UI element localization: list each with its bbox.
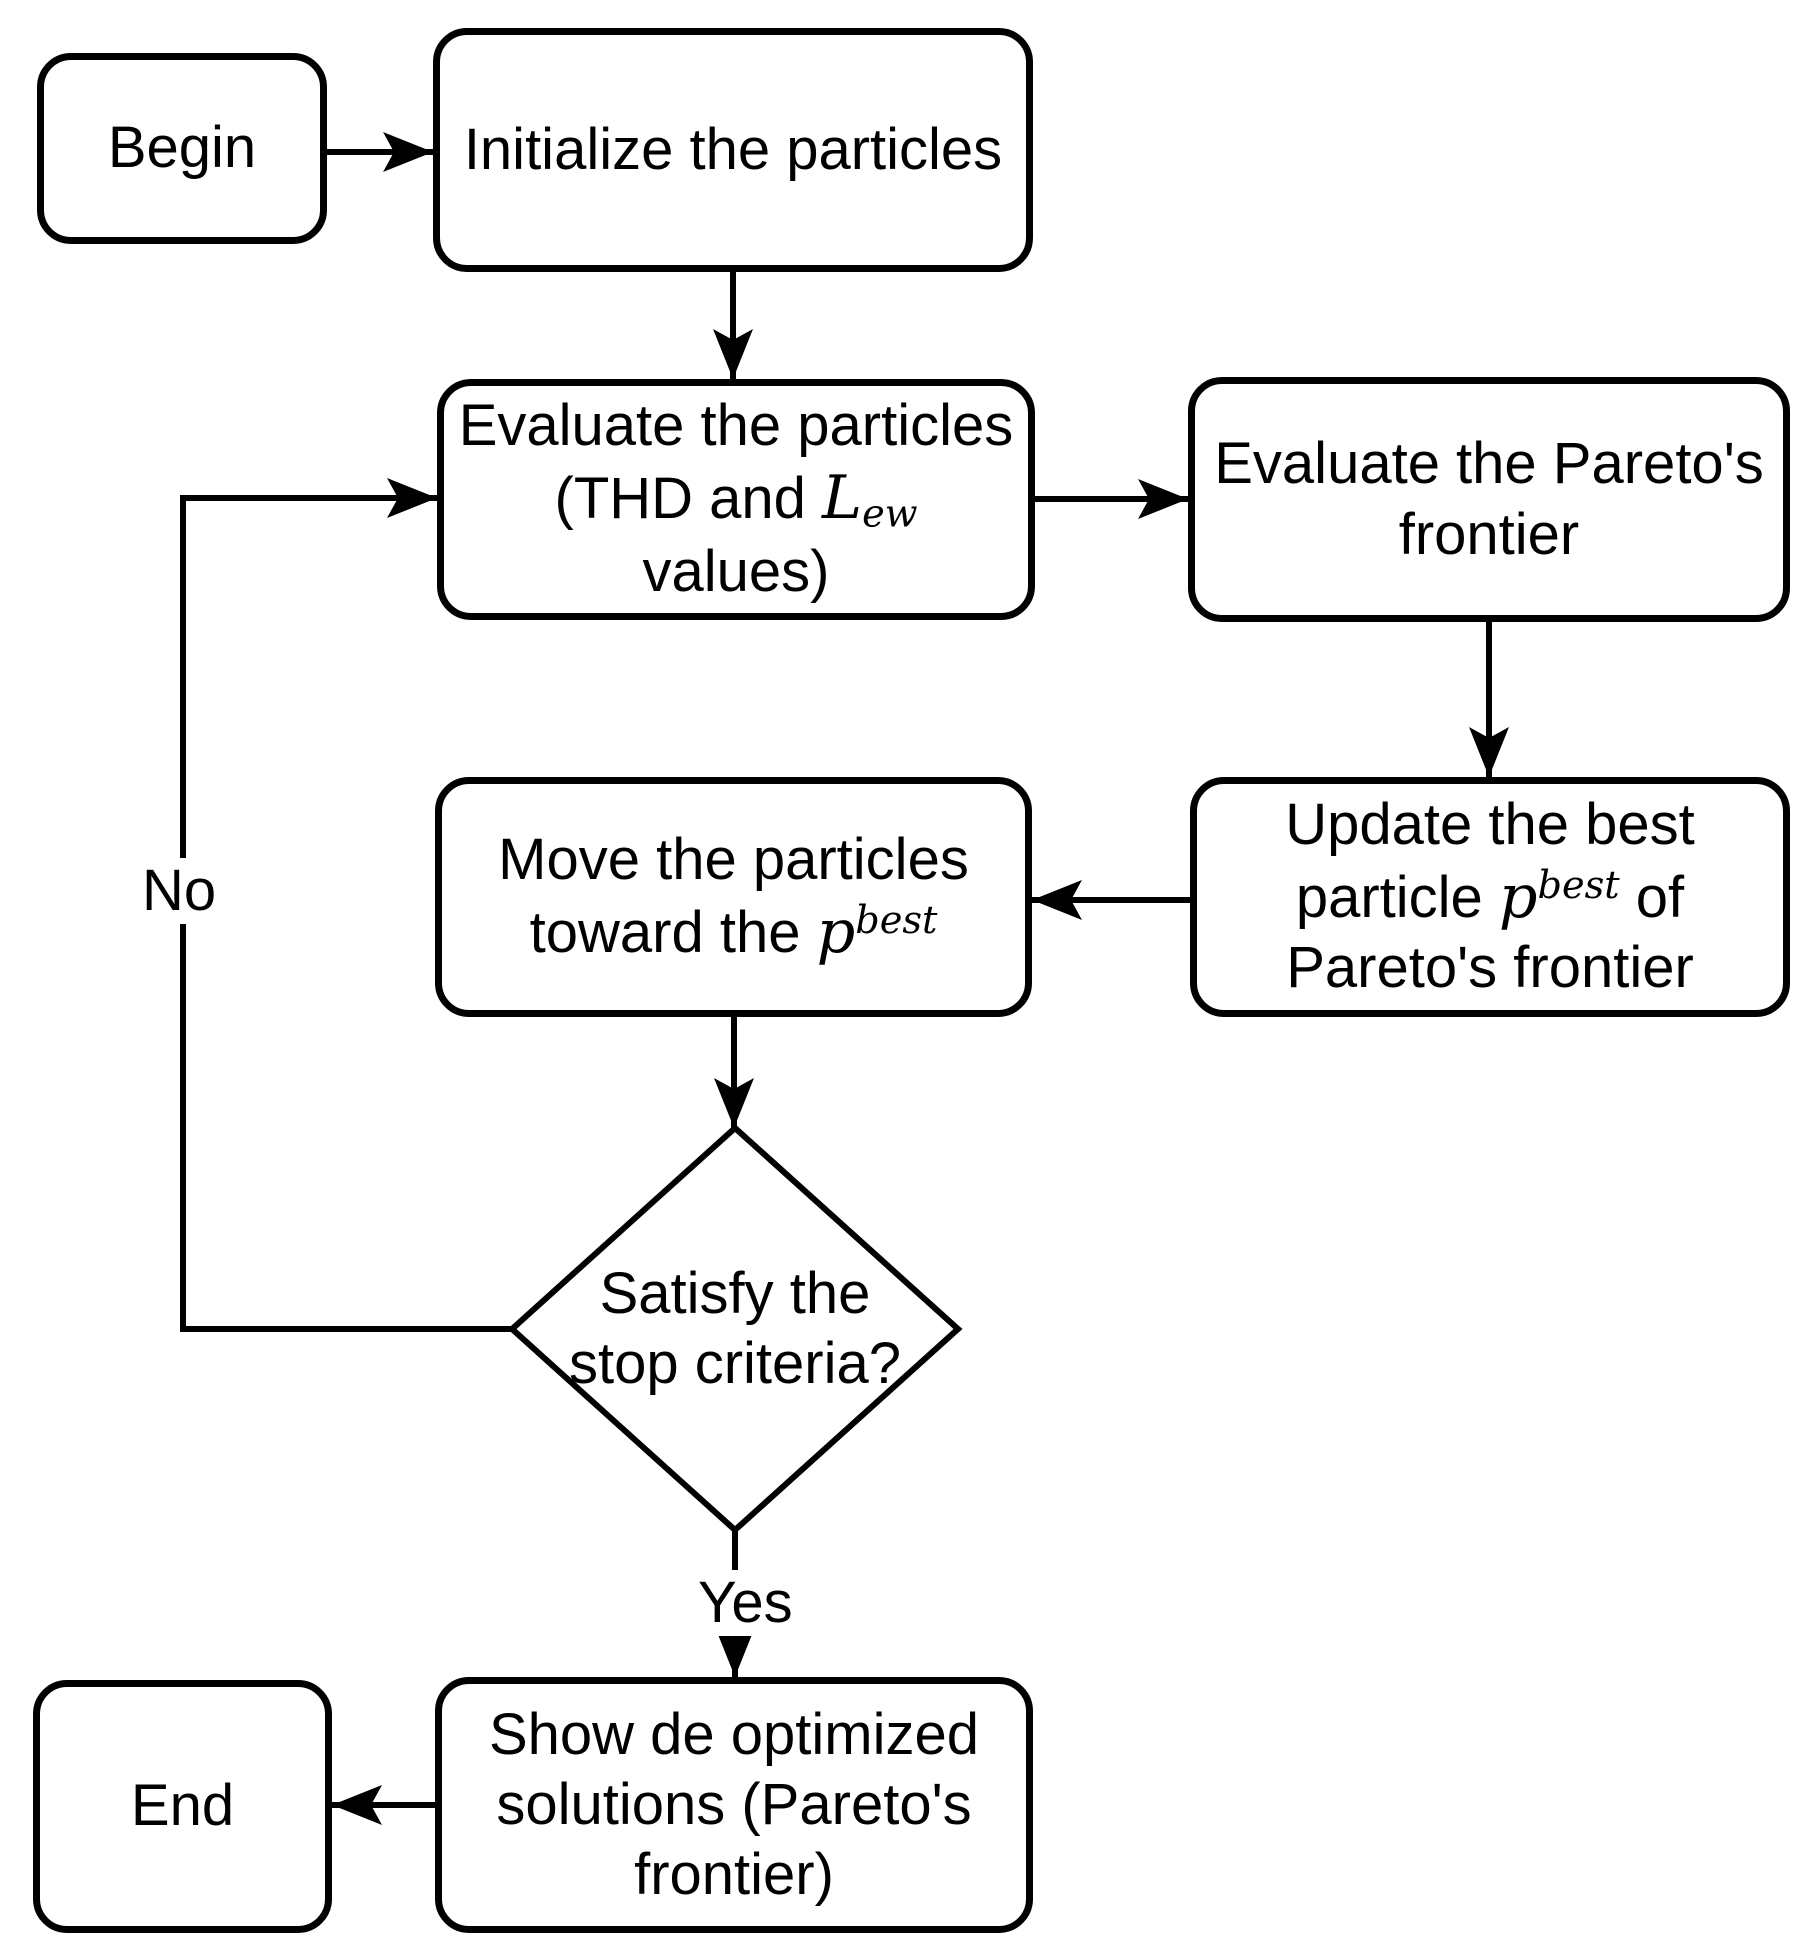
stop-criteria-line2: stop criteria? (568, 1331, 902, 1396)
initialize-label: Initialize the particles (463, 116, 1003, 182)
node-initialize-particles: Initialize the particles (433, 28, 1033, 272)
math-subscript-ew: ew (862, 491, 918, 537)
node-update-best-particle: Update the best particle pbest of Pareto… (1190, 777, 1790, 1017)
edge-label-yes: Yes (692, 1570, 799, 1636)
move-particles-line2-prefix: toward the (529, 899, 817, 965)
node-evaluate-particles: Evaluate the particles (THD and Lew valu… (437, 379, 1035, 620)
show-solutions-line2: solutions (Pareto's (496, 1771, 972, 1837)
update-best-line3: Pareto's frontier (1286, 935, 1694, 1001)
math-superscript-best: best (855, 897, 938, 943)
end-label: End (130, 1773, 235, 1839)
node-move-particles: Move the particles toward the pbest (435, 777, 1032, 1017)
show-solutions-line1: Show de optimized (488, 1701, 980, 1767)
update-best-line2-suffix: of (1619, 864, 1685, 930)
update-best-line1: Update the best (1285, 792, 1695, 858)
math-symbol-L: L (822, 462, 863, 533)
edge-label-no: No (136, 858, 223, 924)
update-best-line2-prefix: particle (1295, 864, 1499, 930)
node-show-solutions: Show de optimized solutions (Pareto's fr… (435, 1677, 1033, 1933)
stop-criteria-line1: Satisfy the (599, 1260, 871, 1326)
decision-diamond-shape (507, 1123, 963, 1535)
evaluate-particles-line2: (THD and Lew (555, 462, 918, 538)
move-particles-line1: Move the particles (498, 827, 969, 893)
evaluate-particles-line1: Evaluate the particles (458, 393, 1014, 459)
update-best-line2: particle pbest of (1296, 861, 1684, 934)
node-begin: Begin (37, 53, 327, 244)
node-stop-criteria-decision: Satisfy the stop criteria? (512, 1128, 958, 1530)
evaluate-particles-line3: values) (642, 539, 830, 605)
move-particles-line2: toward the pbest (530, 896, 938, 969)
math-superscript-best: best (1537, 862, 1620, 908)
evaluate-pareto-line2: frontier (1398, 501, 1580, 567)
evaluate-particles-line2-prefix: (THD and (554, 465, 823, 531)
show-solutions-line3: frontier) (634, 1842, 834, 1908)
begin-label: Begin (107, 115, 257, 181)
evaluate-pareto-line1: Evaluate the Pareto's (1214, 431, 1764, 497)
math-symbol-p: p (816, 896, 856, 967)
node-end: End (33, 1680, 332, 1933)
math-symbol-p: p (1498, 861, 1538, 932)
node-evaluate-pareto-frontier: Evaluate the Pareto's frontier (1188, 377, 1790, 622)
